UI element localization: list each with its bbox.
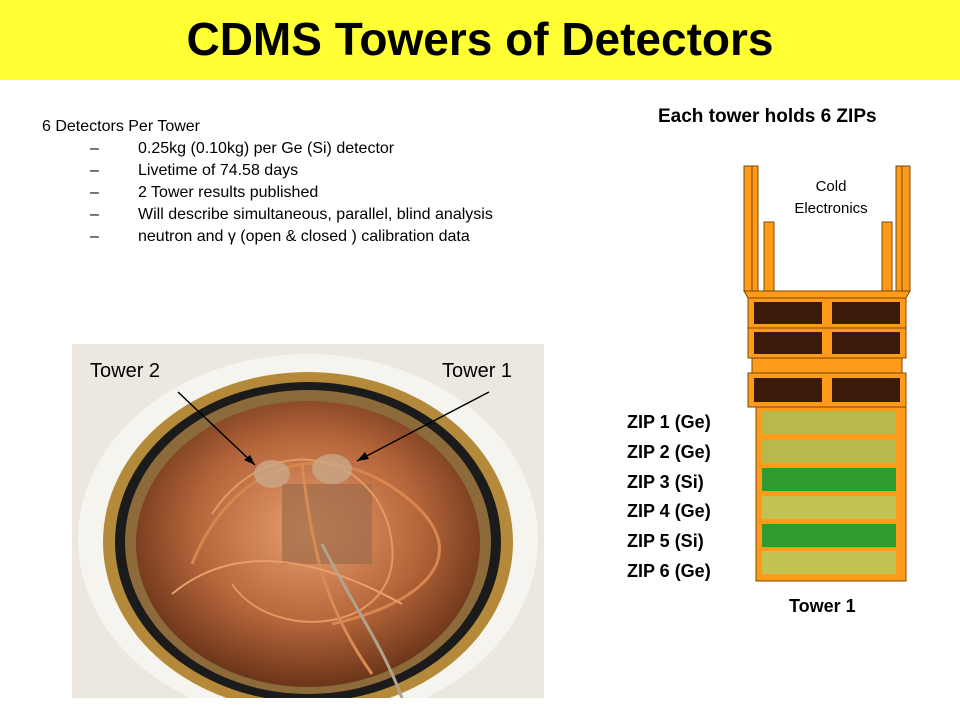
zip-1-detector [762,411,896,434]
bullet-text: Will describe simultaneous, parallel, bl… [138,206,493,223]
bullet-dash: – [90,228,99,245]
bullet-item: – Livetime of 74.58 days [90,162,590,179]
zip-3-detector [762,468,896,491]
bullet-item: – 0.25kg (0.10kg) per Ge (Si) detector [90,140,590,157]
bullet-text: 2 Tower results published [138,184,319,201]
title-bar [0,0,960,80]
cold-label-line-1: Cold [815,178,847,195]
bullet-dash: – [90,184,99,201]
bullet-item: – Will describe simultaneous, parallel, … [90,206,590,223]
zip-5-detector [762,524,896,547]
bullet-dash: – [90,140,99,157]
cryostat-photo: Tower 2 Tower 1 [72,344,544,698]
zip-label: ZIP 5 (Si) [627,531,704,552]
cryostat-photo-illustration [72,344,544,698]
bullet-dash: – [90,162,99,179]
bullet-text: neutron and γ (open & closed ) calibrati… [138,228,470,245]
diagram-heading: Each tower holds 6 ZIPs [658,106,877,127]
zip-label: ZIP 6 (Ge) [627,560,711,581]
tower-caption: Tower 1 [789,596,856,616]
zip-6-detector [762,551,896,574]
bullet-text: Livetime of 74.58 days [138,162,299,179]
zip-label: ZIP 3 (Si) [627,471,704,492]
intro-text: 6 Detectors Per Tower [42,118,200,135]
cold-electronics-label: Cold Electronics [776,176,886,220]
zip-label: ZIP 4 (Ge) [627,501,711,522]
bullet-text: 0.25kg (0.10kg) per Ge (Si) detector [138,140,395,157]
cold-label-line-2: Electronics [794,200,868,217]
bullet-item: – 2 Tower results published [90,184,590,201]
photo-label-tower-1: Tower 1 [442,360,513,382]
zip-label: ZIP 2 (Ge) [627,441,711,462]
bullet-dash: – [90,206,99,223]
bullet-list: – 0.25kg (0.10kg) per Ge (Si) detector – L… [90,140,590,250]
slide-title: CDMS Towers of Detectors [186,13,774,65]
zip-label-list: ZIP 1 (Ge) ZIP 2 (Ge) ZIP 3 (Si) ZIP 4 (… [627,408,711,587]
zip-2-detector [762,440,896,463]
tower-diagram [743,165,911,582]
photo-label-tower-2: Tower 2 [90,360,161,382]
bullet-item: – neutron and γ (open & closed ) calibrat… [90,228,590,245]
zip-4-detector [762,496,896,519]
zip-label: ZIP 1 (Ge) [627,412,711,432]
